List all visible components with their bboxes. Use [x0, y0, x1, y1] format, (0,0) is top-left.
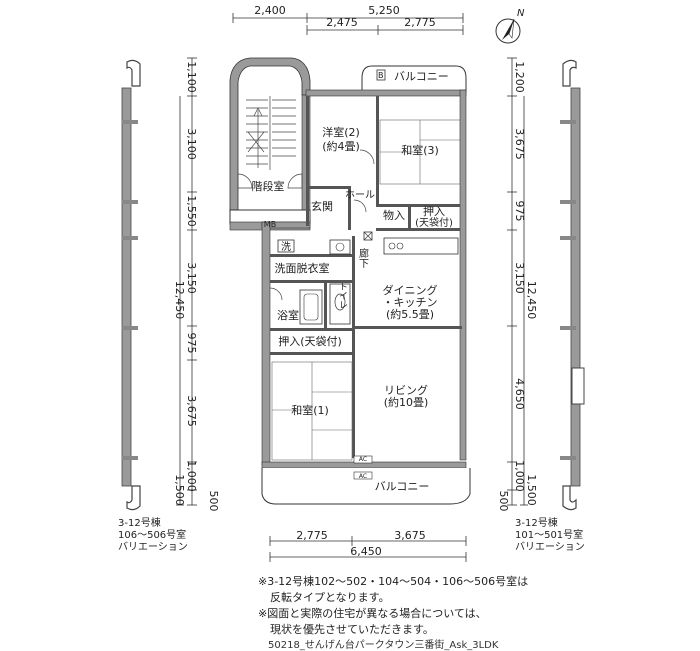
dim-top-5250: 5,250 — [368, 4, 400, 17]
dim-right-1500: 1,500 — [525, 474, 538, 506]
label-living-size: (約10畳) — [384, 395, 429, 409]
dim-bottom-2775: 2,775 — [296, 529, 328, 542]
dim-right-3675: 3,675 — [513, 128, 526, 160]
label-b-mark: B — [378, 71, 384, 80]
right-dimensions — [507, 57, 528, 506]
left-variation-label: 3-12号棟 106～506号室 バリエーション — [118, 518, 188, 554]
dim-left-500: 500 — [207, 491, 220, 512]
sink-icon — [329, 239, 351, 255]
dim-right-1200: 1,200 — [513, 61, 526, 93]
left-variation-building: 3-12号棟 — [118, 518, 161, 529]
tatami-room1 — [271, 361, 353, 461]
tatami-room3 — [379, 119, 461, 185]
dim-bottom-3675: 3,675 — [394, 529, 426, 542]
dim-top-2475: 2,475 — [326, 16, 358, 29]
dim-left-1000: 1,000 — [185, 460, 198, 492]
left-variation-rooms: 106～506号室 — [118, 530, 187, 541]
toilet-icon — [329, 283, 351, 325]
bathtub-icon — [299, 289, 323, 325]
dim-left-1550: 1,550 — [185, 195, 198, 227]
label-toilet: トイレ — [337, 282, 348, 309]
dim-right-1000: 1,000 — [513, 460, 526, 492]
label-western-room-size: (約4畳) — [322, 139, 360, 153]
label-washer: 洗 — [281, 241, 291, 253]
left-variation-title: バリエーション — [118, 542, 188, 553]
dim-left-1100: 1,100 — [185, 61, 198, 93]
label-balcony-top: バルコニー — [394, 70, 449, 83]
left-variation-strip — [121, 59, 141, 511]
dim-left-3100: 3,100 — [185, 128, 198, 160]
label-stairwell: 階段室 — [252, 179, 285, 193]
dim-right-4650: 4,650 — [513, 378, 526, 410]
note-line-2: 反転タイプとなります。 — [270, 591, 390, 604]
dim-left-1500: 1,500 — [173, 474, 186, 506]
note-line-4: 現状を優先させていただきます。 — [270, 623, 434, 636]
bottom-dimensions — [269, 536, 467, 562]
dim-left-3150: 3,150 — [185, 262, 198, 294]
label-closet-upper: 押入 — [423, 204, 445, 218]
stair-treads — [246, 96, 296, 170]
label-ac2: AC — [359, 473, 367, 480]
label-japanese-room3: 和室(3) — [401, 143, 439, 157]
compass-icon — [495, 18, 521, 44]
dim-left-3675: 3,675 — [185, 395, 198, 427]
label-hall: ホール — [345, 189, 375, 201]
right-variation-label: 3-12号棟 101～501号室 バリエーション — [515, 518, 585, 554]
right-variation-title: バリエーション — [515, 542, 585, 553]
dim-top-2775: 2,775 — [404, 16, 436, 29]
main-plan — [229, 57, 471, 505]
label-washroom: 洗面脱衣室 — [275, 261, 330, 275]
compass-north: N — [517, 8, 525, 19]
right-variation-rooms: 101～501号室 — [515, 530, 584, 541]
right-variation-strip — [560, 59, 585, 511]
label-western-room: 洋室(2) — [322, 125, 360, 139]
label-balcony-bottom: バルコニー — [375, 480, 430, 493]
label-closet-lower: 押入(天袋付) — [278, 334, 342, 348]
plan-caption: 50218_せんげん台パークタウン三番街_Ask_3LDK — [268, 640, 499, 651]
dim-bottom-total: 6,450 — [350, 545, 382, 558]
top-dimensions — [232, 13, 464, 35]
dim-left-975: 975 — [185, 333, 198, 354]
label-mb: MB — [264, 220, 276, 229]
label-bath: 浴室 — [277, 308, 299, 322]
dim-right-total: 12,450 — [525, 281, 538, 320]
label-living: リビング — [384, 383, 428, 397]
left-dimensions — [176, 57, 197, 506]
label-corridor: 廊下 — [357, 247, 369, 269]
right-variation-building: 3-12号棟 — [515, 518, 558, 529]
dim-right-3150: 3,150 — [513, 262, 526, 294]
dim-left-total: 12,450 — [173, 281, 186, 320]
label-entrance: 玄関 — [311, 199, 333, 213]
label-japanese-room1: 和室(1) — [291, 403, 329, 417]
label-kitchen: ・キッチン — [383, 296, 438, 309]
label-futon-upper: (天袋付) — [415, 216, 453, 229]
label-dining-size: (約5.5畳) — [386, 307, 434, 321]
note-line-3: ※図面と実際の住宅が異なる場合については、 — [258, 607, 487, 620]
dim-top-2400: 2,400 — [254, 4, 286, 17]
label-ac1: AC — [359, 456, 367, 463]
dim-right-975: 975 — [513, 201, 526, 222]
dim-right-500: 500 — [497, 491, 510, 512]
label-dining: ダイニング — [383, 283, 438, 297]
note-line-1: ※3-12号棟102～502・104～504・106～506号室は — [258, 575, 529, 588]
kitchen-counter — [383, 237, 459, 255]
label-storage: 物入 — [383, 208, 405, 222]
